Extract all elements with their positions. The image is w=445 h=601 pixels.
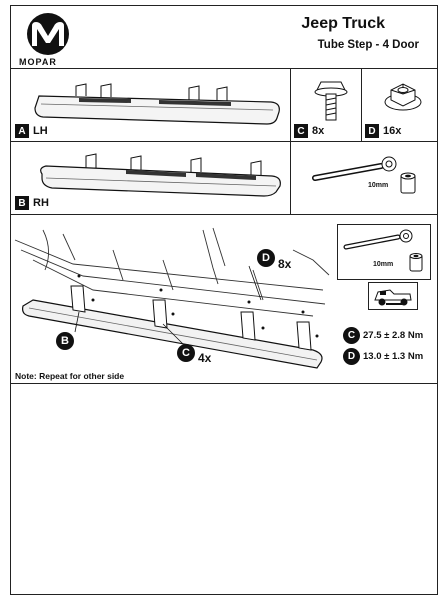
ratchet-icon [312,156,397,181]
torque-value: 13.0 ± 1.3 Nm [363,351,424,362]
torque-letter: D [343,348,360,365]
part-letter: C [294,124,308,138]
part-b-tag: B RH [15,196,49,210]
divider [11,68,437,69]
mopar-logo-icon [27,13,69,55]
part-letter: D [365,124,379,138]
jeep-truck-icon [374,289,412,306]
lh-tube-step-drawing [34,83,280,125]
socket-icon [409,253,423,272]
tool-inset: 10mm [337,224,431,280]
torque-spec-d: D 13.0 ± 1.3 Nm [343,348,423,365]
rh-tube-step-drawing [40,153,281,197]
part-d-tag: D 16x [365,124,401,138]
torque-letter: C [343,327,360,344]
callout-c: C [177,344,195,362]
vehicle-side-inset [368,282,418,310]
socket-icon [400,172,416,194]
callout-b: B [56,332,74,350]
callout-c-qty: 4x [198,351,212,365]
part-label: RH [33,197,49,209]
divider [290,68,291,214]
part-a-tag: A LH [15,124,48,138]
callout-d: D [257,249,275,267]
repeat-note: Note: Repeat for other side [15,371,125,381]
torque-spec-c: C 27.5 ± 2.8 Nm [343,327,423,344]
bolt-icon [314,81,348,121]
brand-name: MOPAR [19,57,57,67]
part-c-tag: C 8x [294,124,324,138]
part-letter: B [15,196,29,210]
divider [11,214,437,215]
part-letter: A [15,124,29,138]
page-title: Jeep Truck [301,15,385,32]
page-subtitle: Tube Step - 4 Door [317,39,419,51]
nut-icon [384,83,422,111]
installation-diagram [14,227,330,369]
socket-size-label: 10mm [373,261,394,268]
ratchet-icon [343,229,413,250]
callout-d-qty: 8x [278,257,292,271]
part-qty: 8x [312,125,325,137]
divider [361,68,362,141]
instruction-sheet: MOPAR Jeep Truck Tube Step - 4 Door A LH… [10,5,438,595]
divider [11,383,437,384]
torque-value: 27.5 ± 2.8 Nm [363,330,424,341]
part-label: LH [33,125,48,137]
divider [11,141,437,142]
part-qty: 16x [383,125,402,137]
socket-size-label: 10mm [368,182,389,189]
